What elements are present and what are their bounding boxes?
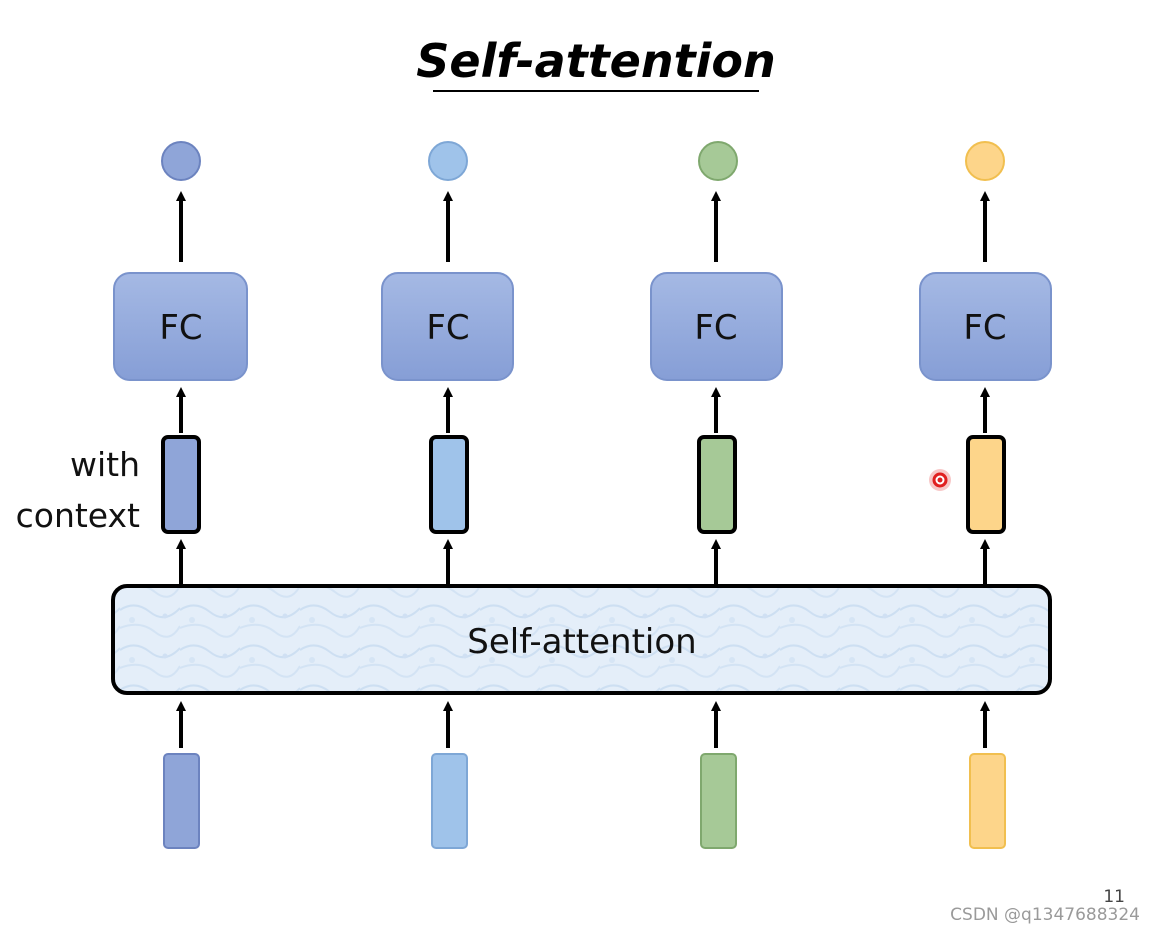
fc-label-4: FC [963, 308, 1006, 348]
fc-box-4 [919, 272, 1052, 381]
column-1: FC [113, 141, 248, 849]
input-vector-1 [163, 753, 200, 849]
context-label-line1: with [70, 445, 140, 484]
laser-pointer [929, 469, 951, 491]
context-vector-4 [966, 435, 1006, 534]
csdn-watermark: CSDN @q1347688324 [950, 905, 1140, 925]
slide-title: Self-attention [416, 34, 775, 88]
context-vector-1 [161, 435, 201, 534]
page-number: 11 [1103, 887, 1125, 907]
context-vector-2 [429, 435, 469, 534]
input-vector-2 [431, 753, 468, 849]
fc-box-1 [113, 272, 248, 381]
context-vector-3 [697, 435, 737, 534]
output-circle-1 [161, 141, 201, 181]
fc-label-1: FC [159, 308, 202, 348]
column-3: FC [650, 141, 783, 849]
input-vector-4 [969, 753, 1006, 849]
input-vector-3 [700, 753, 737, 849]
fc-label-2: FC [426, 308, 469, 348]
output-circle-4 [965, 141, 1005, 181]
context-label-line2: context [16, 496, 140, 535]
output-circle-3 [698, 141, 738, 181]
column-4: FC [919, 141, 1052, 849]
fc-label-3: FC [694, 308, 737, 348]
self-attention-label: Self-attention [467, 622, 696, 662]
fc-box-2 [381, 272, 514, 381]
column-2: FC [381, 141, 514, 849]
self-attention-block: Self-attention [111, 584, 1052, 695]
fc-box-3 [650, 272, 783, 381]
output-circle-2 [428, 141, 468, 181]
